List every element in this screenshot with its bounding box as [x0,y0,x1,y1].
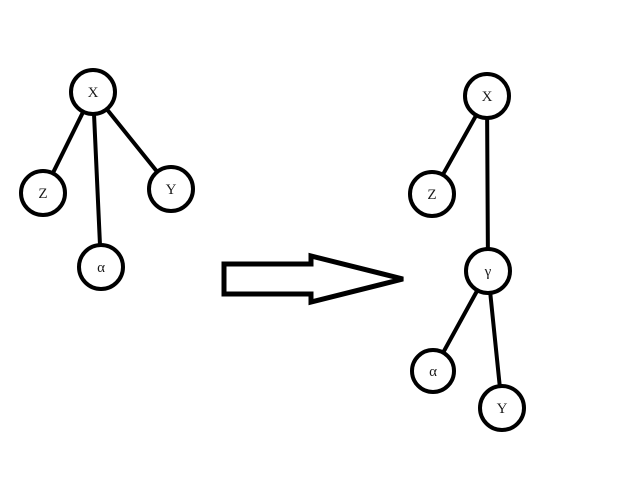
before-node-circle-alpha[interactable] [77,243,125,291]
after-node-circle-z[interactable] [408,170,456,218]
after-node-x[interactable]: X [463,72,511,120]
before-tree-nodes: X Zα Y [19,68,195,291]
after-edge-x-z [440,112,479,178]
before-node-circle-y[interactable] [147,165,195,213]
before-node-circle-x[interactable] [69,68,117,116]
before-edge-x-y [104,106,160,175]
before-node-alpha[interactable]: α [77,243,125,291]
after-node-circle-y[interactable] [478,384,526,432]
before-node-label-x: X [88,85,99,101]
after-node-label-z: Z [427,187,436,203]
transformation-arrow-icon [221,252,404,306]
after-node-circle-x[interactable] [463,72,511,120]
before-node-y[interactable]: Y [147,165,195,213]
after-edge-gamma-alpha [440,287,480,356]
after-tree-edges [440,112,502,390]
before-edge-x-alpha [91,110,103,249]
after-node-label-x: X [482,89,493,105]
transformation-arrow-group [221,252,404,306]
after-node-gamma[interactable]: γ [464,247,512,295]
before-node-label-y: Y [166,182,177,198]
before-tree-edges [50,106,160,249]
after-node-circle-gamma[interactable] [464,247,512,295]
before-node-x[interactable]: X [69,68,117,116]
after-tree-nodes: X Zγ αY [408,72,526,432]
after-node-label-gamma: γ [484,264,492,280]
before-node-z[interactable]: Z [19,169,67,217]
after-node-label-y: Y [497,401,508,417]
after-node-z[interactable]: Z [408,170,456,218]
after-node-y[interactable]: Y [478,384,526,432]
before-node-circle-z[interactable] [19,169,67,217]
after-node-circle-alpha[interactable] [410,348,456,394]
before-node-label-alpha: α [97,260,105,276]
after-edge-x-gamma [485,114,490,253]
after-edge-gamma-y [488,289,502,390]
after-node-alpha[interactable]: α [410,348,456,394]
after-node-label-alpha: α [429,364,437,380]
before-edge-x-z [50,108,86,177]
before-node-label-z: Z [38,186,47,202]
